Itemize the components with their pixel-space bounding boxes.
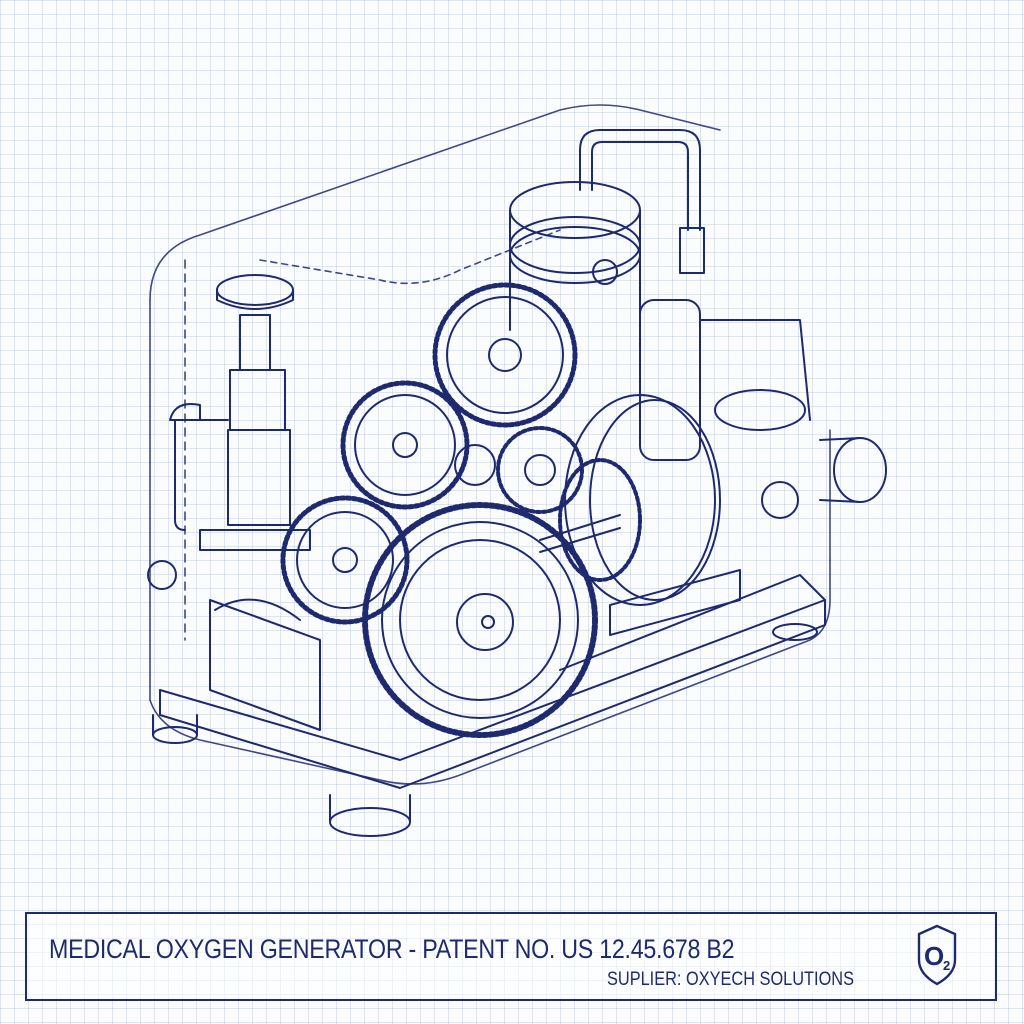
enclosure [149, 104, 831, 785]
oxygen-generator-drawing [147, 104, 887, 837]
svg-text:O: O [924, 941, 944, 971]
base-plate [152, 574, 826, 837]
title-block: MEDICAL OXYGEN GENERATOR - PATENT NO. US… [25, 912, 997, 1001]
piston-cylinder [509, 129, 705, 331]
o2-shield-icon: O 2 [917, 924, 957, 986]
pressure-regulator [147, 274, 321, 731]
gear-train [280, 282, 598, 738]
svg-text:2: 2 [943, 958, 950, 973]
drawing-title: MEDICAL OXYGEN GENERATOR - PATENT NO. US… [49, 934, 735, 964]
flywheel-motor [539, 299, 887, 636]
supplier-label: SUPLIER: OXYECH SOLUTIONS [607, 969, 854, 990]
